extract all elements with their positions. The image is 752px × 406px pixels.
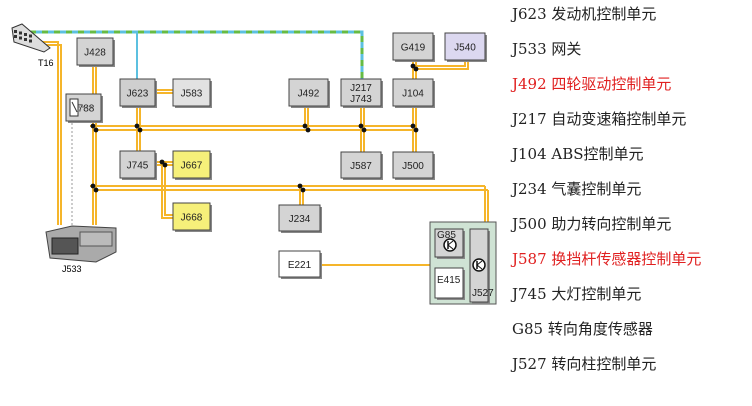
module-j745: J745 bbox=[119, 150, 157, 180]
legend-item: J745 大灯控制单元 bbox=[512, 285, 642, 303]
module-label: J492 bbox=[298, 89, 320, 100]
module-label: E415 bbox=[437, 275, 461, 286]
junction-dot bbox=[410, 63, 416, 69]
module-label: J540 bbox=[454, 43, 476, 54]
junction-dot bbox=[302, 123, 308, 129]
transistor-icon bbox=[443, 238, 457, 252]
module-j492: J492 bbox=[288, 78, 330, 108]
diagnostic-bus bbox=[30, 30, 364, 79]
legend-item: J234 气囊控制单元 bbox=[512, 180, 642, 198]
junction-dot bbox=[134, 123, 140, 129]
junction-dot bbox=[93, 127, 99, 133]
module-e221: E221 bbox=[278, 250, 322, 279]
module-j234: J234 bbox=[278, 204, 322, 233]
legend-item: J623 发动机控制单元 bbox=[512, 5, 657, 23]
module-label: J667 bbox=[181, 161, 203, 172]
module-j587: J587 bbox=[340, 151, 383, 180]
t16-label: T16 bbox=[38, 58, 54, 68]
junction-dot bbox=[159, 159, 165, 165]
module-label: J583 bbox=[181, 89, 203, 100]
module-j527: J527 bbox=[469, 228, 494, 304]
module-label: J500 bbox=[402, 161, 424, 172]
j745-j668-wire bbox=[164, 165, 173, 216]
module-label: J745 bbox=[127, 161, 149, 172]
legend-item: J587 换挡杆传感器控制单元 bbox=[512, 250, 702, 268]
transistor-icon bbox=[472, 258, 486, 272]
legend-item: J527 转向柱控制单元 bbox=[512, 355, 657, 373]
junction-dot bbox=[137, 127, 143, 133]
legend-item: J500 助力转向控制单元 bbox=[512, 215, 672, 233]
j533-gateway-icon: J533 bbox=[45, 225, 117, 274]
module-j583: J583 bbox=[172, 78, 212, 108]
module-j104: J104 bbox=[392, 78, 435, 108]
legend-item: J217 自动变速箱控制单元 bbox=[512, 110, 687, 128]
module-label: J743 bbox=[350, 94, 372, 105]
junction-dot bbox=[90, 183, 96, 189]
t16-j533-wire bbox=[40, 41, 59, 225]
module-label: G419 bbox=[401, 43, 426, 54]
module-j667: J667 bbox=[172, 150, 212, 180]
module-label: J587 bbox=[350, 161, 372, 172]
module-j623: J623 bbox=[119, 78, 157, 108]
module-j428: J428 bbox=[76, 37, 115, 67]
junction-dot bbox=[413, 66, 419, 72]
module-label: E221 bbox=[288, 260, 312, 271]
legend-item: J492 四轮驱动控制单元 bbox=[512, 75, 672, 93]
module-label: J623 bbox=[127, 89, 149, 100]
module-j788: J788 bbox=[65, 93, 103, 123]
legend-item: J533 网关 bbox=[512, 40, 582, 58]
junction-dot bbox=[410, 123, 416, 129]
junction-dot bbox=[297, 183, 303, 189]
module-label: J104 bbox=[402, 89, 424, 100]
junction-dot bbox=[305, 127, 311, 133]
module-label: G85 bbox=[437, 230, 456, 241]
module-label: J428 bbox=[84, 48, 106, 59]
legend-item: J104 ABS控制单元 bbox=[512, 145, 644, 163]
module-g85: G85 bbox=[434, 228, 465, 259]
junction-dot bbox=[358, 123, 364, 129]
junction-dot bbox=[361, 127, 367, 133]
module-g419: G419 bbox=[392, 32, 435, 62]
module-j500: J500 bbox=[392, 151, 435, 180]
legend: J623 发动机控制单元 J533 网关 J492 四轮驱动控制单元 J217 自动变… bbox=[512, 3, 701, 388]
module-e415: E415 bbox=[434, 267, 465, 300]
junction-dot bbox=[300, 187, 306, 193]
module-label: J527 bbox=[472, 288, 494, 299]
module-label: J234 bbox=[289, 214, 311, 225]
t16-diagnostic-connector: T16 bbox=[11, 23, 54, 68]
module-j540: J540 bbox=[444, 32, 487, 62]
junction-dot bbox=[162, 162, 168, 168]
junction-dot bbox=[93, 187, 99, 193]
junction-dot bbox=[413, 127, 419, 133]
module-label: J217 bbox=[350, 83, 372, 94]
j533-label: J533 bbox=[62, 264, 82, 274]
j745-j668-wire bbox=[161, 165, 173, 219]
module-label: J668 bbox=[181, 213, 203, 224]
module-label: J788 bbox=[73, 104, 95, 115]
module-j668: J668 bbox=[172, 202, 212, 232]
junction-dot bbox=[90, 123, 96, 129]
j540-wire bbox=[416, 60, 469, 70]
legend-item: G85 转向角度传感器 bbox=[512, 320, 653, 338]
